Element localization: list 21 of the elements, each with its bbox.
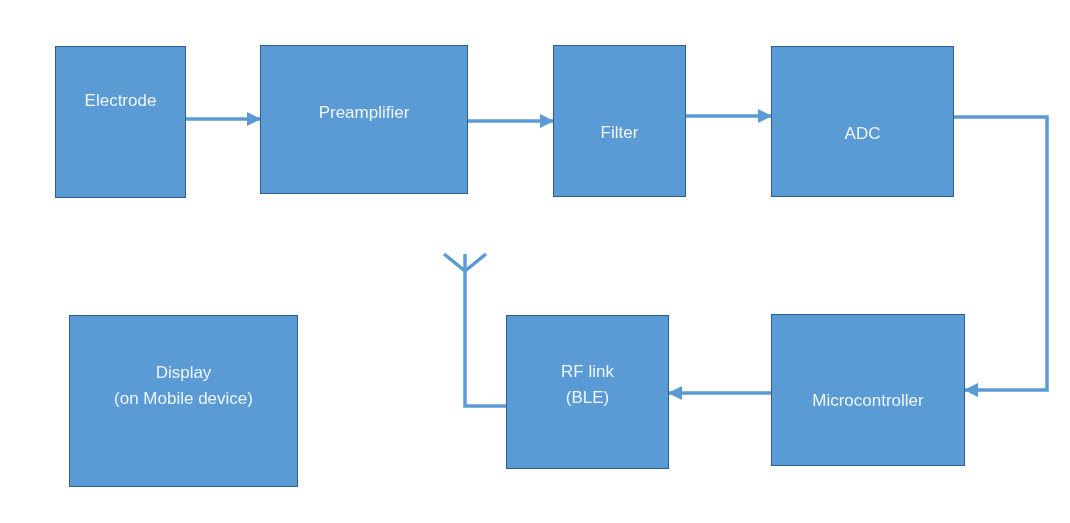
box-label: Display (on Mobile device) [113,362,254,410]
arrow [686,109,772,123]
process-box [771,314,965,466]
process-box [553,45,686,197]
arrow [468,114,554,128]
process-box [506,315,669,469]
antenna-icon [442,252,488,274]
process-box [55,46,186,198]
box-label: Electrode [83,90,158,112]
box-label: RF link (BLE) [560,361,615,409]
box-label: Microcontroller [811,390,925,412]
connector-line [463,274,506,408]
arrow [954,115,1049,397]
arrow [668,386,771,400]
box-label: Filter [599,122,640,144]
process-box [69,315,298,487]
process-box [260,45,468,194]
arrow [186,112,261,126]
box-label: ADC [843,123,882,145]
box-label: Preamplifier [317,102,411,124]
process-box [771,46,954,197]
